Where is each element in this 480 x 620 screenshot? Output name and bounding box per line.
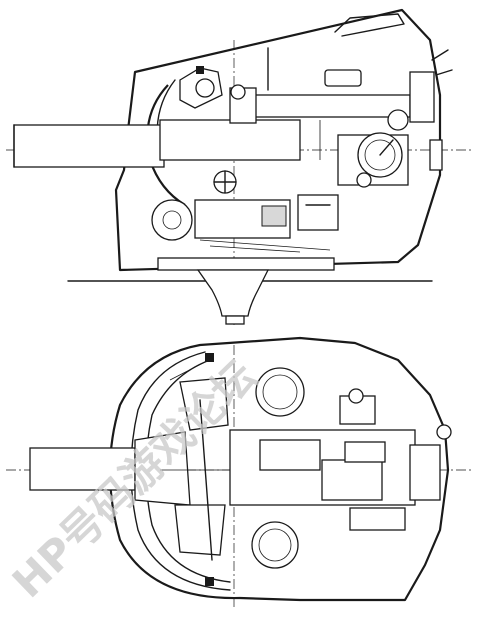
breech-block	[159, 119, 301, 161]
gun-barrel	[13, 124, 165, 168]
pedestal	[196, 269, 270, 317]
plan-rods	[160, 361, 230, 471]
plan-recoil-block	[259, 439, 321, 471]
sight-knob	[196, 66, 204, 74]
plan-lower-gear	[174, 504, 226, 556]
upper-small-wheel	[387, 109, 409, 131]
top-box	[324, 69, 362, 87]
plan-rear-knob	[436, 424, 452, 440]
sight-lens	[195, 78, 215, 98]
lower-gear-box	[261, 205, 287, 227]
hatch-handle	[334, 13, 405, 37]
plan-bottom-bolt	[205, 577, 214, 586]
plan-rear-rack	[349, 507, 406, 531]
plan-rear-block	[409, 444, 441, 501]
small-crank	[356, 172, 372, 188]
plan-sight-cap	[348, 388, 364, 404]
cradle-ribs	[299, 120, 321, 160]
lower-drum-inner	[258, 528, 292, 562]
turret-ring	[157, 257, 335, 271]
turret-plan-outline	[108, 336, 450, 602]
plan-sight-box	[339, 395, 376, 425]
rear-levers	[431, 49, 453, 76]
shaft-lines	[199, 239, 331, 253]
recoil-cylinder	[249, 94, 411, 118]
handwheel-spoke	[379, 139, 394, 156]
plan-view	[6, 336, 474, 610]
plan-breech-top	[344, 441, 386, 463]
plan-elevation-gear	[179, 377, 229, 431]
plan-breech-ring	[321, 459, 383, 501]
plan-shaft	[199, 399, 213, 561]
drum-hub	[162, 210, 182, 230]
control-panel	[297, 194, 339, 231]
rear-latch	[429, 139, 443, 171]
upper-drum-inner	[262, 374, 298, 410]
pedestal-foot	[225, 315, 245, 325]
cylinder-cap	[230, 84, 246, 100]
side-elevation-view	[6, 8, 474, 325]
gunner-drum	[151, 199, 193, 241]
rear-bracket	[409, 71, 435, 123]
handwheel-inner-ring	[364, 139, 396, 171]
plan-top-bolt	[205, 353, 214, 362]
plan-gun-barrel	[29, 447, 136, 491]
